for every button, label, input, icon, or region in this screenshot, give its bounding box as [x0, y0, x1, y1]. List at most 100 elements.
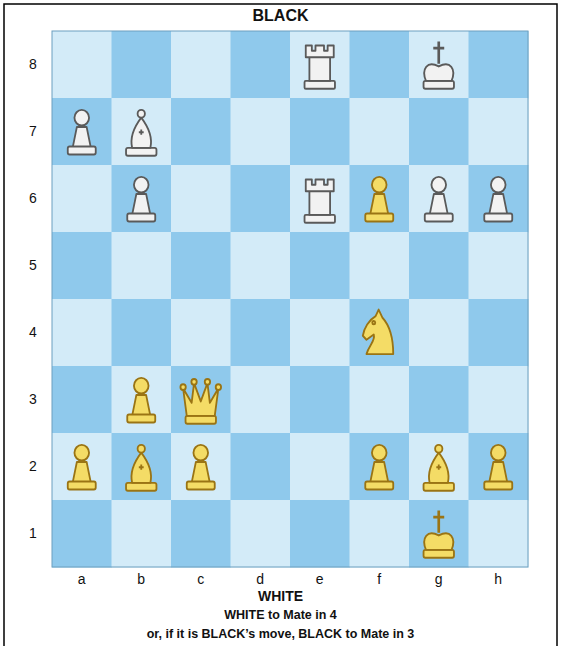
- piece-part: [306, 46, 334, 58]
- board-square: [171, 31, 231, 99]
- board-squares: [52, 31, 529, 568]
- piece-part: [431, 177, 446, 193]
- problem-note: or, if it is BLACK’s move, BLACK to Mate…: [0, 627, 561, 642]
- piece-part: [187, 482, 215, 490]
- piece-part: [74, 445, 89, 461]
- piece-part: [484, 214, 512, 222]
- board-square: [112, 98, 172, 166]
- piece-part: [132, 194, 150, 215]
- board-square: [290, 232, 350, 300]
- piece-part: [370, 194, 388, 215]
- board-square: [350, 165, 410, 233]
- piece-part: [425, 214, 453, 222]
- piece-part: [305, 215, 335, 223]
- piece-part: [131, 453, 151, 483]
- piece-part: [305, 81, 335, 89]
- board-square: [469, 31, 529, 99]
- piece-part: [424, 483, 454, 491]
- board-square: [231, 366, 291, 434]
- board-square: [409, 98, 469, 166]
- piece-part: [191, 379, 196, 385]
- piece-part: [424, 550, 454, 558]
- board-square: [350, 31, 410, 99]
- board-square: [409, 165, 469, 233]
- board-square: [231, 232, 291, 300]
- piece-part: [489, 462, 507, 483]
- board-square: [231, 500, 291, 568]
- piece-part: [370, 462, 388, 483]
- board-square: [409, 433, 469, 501]
- board-square: [171, 98, 231, 166]
- rank-number: 5: [18, 257, 48, 274]
- piece-part: [491, 445, 506, 461]
- piece-part: [306, 180, 334, 192]
- board-square: [469, 299, 529, 367]
- board-square: [350, 98, 410, 166]
- problem-note: WHITE to Mate in 4: [0, 608, 561, 623]
- rank-number: 2: [18, 458, 48, 475]
- board-square: [469, 433, 529, 501]
- piece-part: [424, 64, 453, 81]
- piece-part: [433, 511, 444, 533]
- piece-part: [424, 81, 454, 89]
- piece-part: [372, 321, 375, 324]
- piece-part: [372, 177, 387, 193]
- board-border: [52, 31, 528, 567]
- board-square: [469, 98, 529, 166]
- board-square: [231, 31, 291, 99]
- pawn-piece: [365, 177, 393, 222]
- board-square: [469, 165, 529, 233]
- rank-number: 6: [18, 190, 48, 207]
- piece-part: [131, 118, 151, 148]
- piece-part: [138, 110, 145, 118]
- side-heading: WHITE: [0, 588, 561, 605]
- piece-part: [435, 445, 442, 453]
- file-letter: g: [409, 571, 469, 588]
- rook-piece: [305, 46, 335, 89]
- piece-part: [433, 42, 444, 64]
- board-square: [52, 366, 112, 434]
- piece-part: [372, 445, 387, 461]
- file-letter: d: [231, 571, 291, 588]
- piece-part: [134, 378, 149, 394]
- piece-part: [68, 147, 96, 155]
- board-square: [52, 31, 112, 99]
- piece-part: [436, 465, 441, 470]
- pawn-piece: [484, 445, 512, 490]
- piece-part: [126, 148, 156, 156]
- board-square: [231, 165, 291, 233]
- knight-piece: [363, 310, 393, 355]
- piece-part: [192, 462, 210, 483]
- piece-part: [180, 384, 185, 390]
- bishop-piece: [126, 110, 156, 156]
- rank-number: 1: [18, 525, 48, 542]
- piece-part: [365, 214, 393, 222]
- board-square: [409, 31, 469, 99]
- rank-number: 3: [18, 391, 48, 408]
- file-letter: f: [350, 571, 410, 588]
- piece-part: [430, 194, 448, 215]
- piece-part: [127, 415, 155, 423]
- pawn-piece: [425, 177, 453, 222]
- file-letter: e: [290, 571, 350, 588]
- board-square: [171, 165, 231, 233]
- board-square: [171, 500, 231, 568]
- pawn-piece: [365, 445, 393, 490]
- piece-part: [309, 56, 330, 81]
- rank-number: 8: [18, 56, 48, 73]
- board-square: [350, 500, 410, 568]
- board-square: [171, 232, 231, 300]
- board-square: [112, 232, 172, 300]
- board-square: [231, 98, 291, 166]
- board-square: [52, 98, 112, 166]
- board-square: [171, 433, 231, 501]
- piece-part: [132, 395, 150, 416]
- board-square: [409, 299, 469, 367]
- outer-frame: [4, 4, 557, 646]
- pawn-piece: [127, 378, 155, 423]
- rank-number: 4: [18, 324, 48, 341]
- pawn-piece: [68, 110, 96, 155]
- board-square: [112, 31, 172, 99]
- board-square: [112, 165, 172, 233]
- file-letter: h: [469, 571, 529, 588]
